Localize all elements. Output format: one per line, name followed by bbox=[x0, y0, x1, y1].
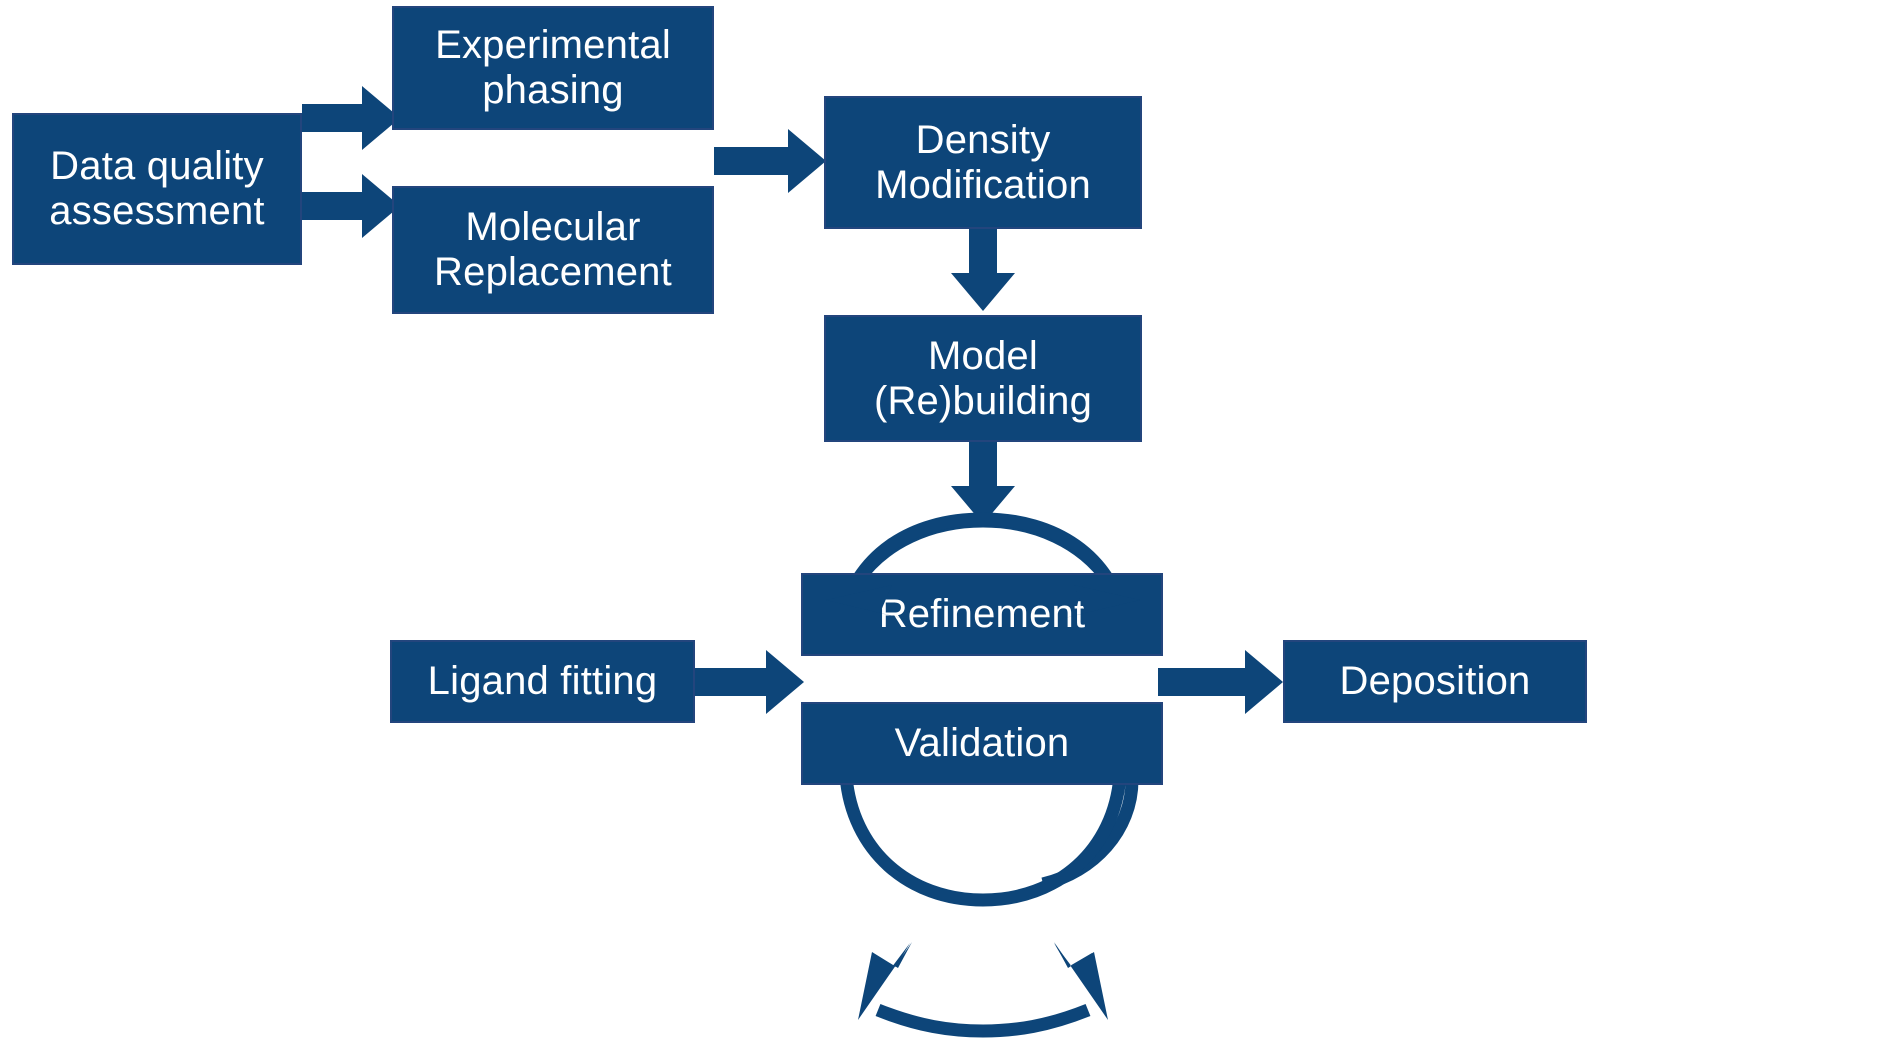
node-label: Refinement bbox=[878, 592, 1086, 637]
node-label: Validation bbox=[894, 721, 1070, 766]
node-label: Density Modification bbox=[875, 117, 1091, 207]
node-deposition[interactable]: Deposition bbox=[1283, 640, 1587, 723]
arrow-density-modification-to-model-rebuilding bbox=[951, 229, 1015, 311]
node-experimental-phasing[interactable]: Experimental phasing bbox=[392, 6, 714, 130]
cycle-arc-bottom-left bbox=[864, 943, 910, 1004]
node-density-modification[interactable]: Density Modification bbox=[824, 96, 1142, 229]
node-label: Data quality assessment bbox=[49, 144, 265, 233]
arrow-phasing-to-density-modification bbox=[714, 129, 826, 193]
node-label: Molecular Replacement bbox=[434, 205, 672, 294]
arrow-data-quality-to-molecular-replacement bbox=[302, 174, 400, 238]
node-molecular-replacement[interactable]: Molecular Replacement bbox=[392, 186, 714, 314]
arrow-model-rebuilding-to-refinement bbox=[951, 442, 1015, 524]
arrow-ligand-fitting-to-cycle bbox=[695, 650, 804, 714]
node-label: Deposition bbox=[1339, 659, 1531, 704]
node-label: Model (Re)building bbox=[873, 333, 1093, 423]
node-validation[interactable]: Validation bbox=[801, 702, 1163, 785]
node-data-quality-assessment[interactable]: Data quality assessment bbox=[12, 113, 302, 265]
node-ligand-fitting[interactable]: Ligand fitting bbox=[390, 640, 695, 723]
node-model-rebuilding[interactable]: Model (Re)building bbox=[824, 315, 1142, 442]
node-refinement[interactable]: Refinement bbox=[801, 573, 1163, 656]
arrow-data-quality-to-experimental-phasing bbox=[302, 86, 400, 150]
node-label: Ligand fitting bbox=[427, 659, 658, 704]
cycle-ellipse-outline bbox=[834, 512, 1132, 1038]
arrow-cycle-to-deposition bbox=[1158, 650, 1283, 714]
node-label: Experimental phasing bbox=[435, 23, 671, 112]
